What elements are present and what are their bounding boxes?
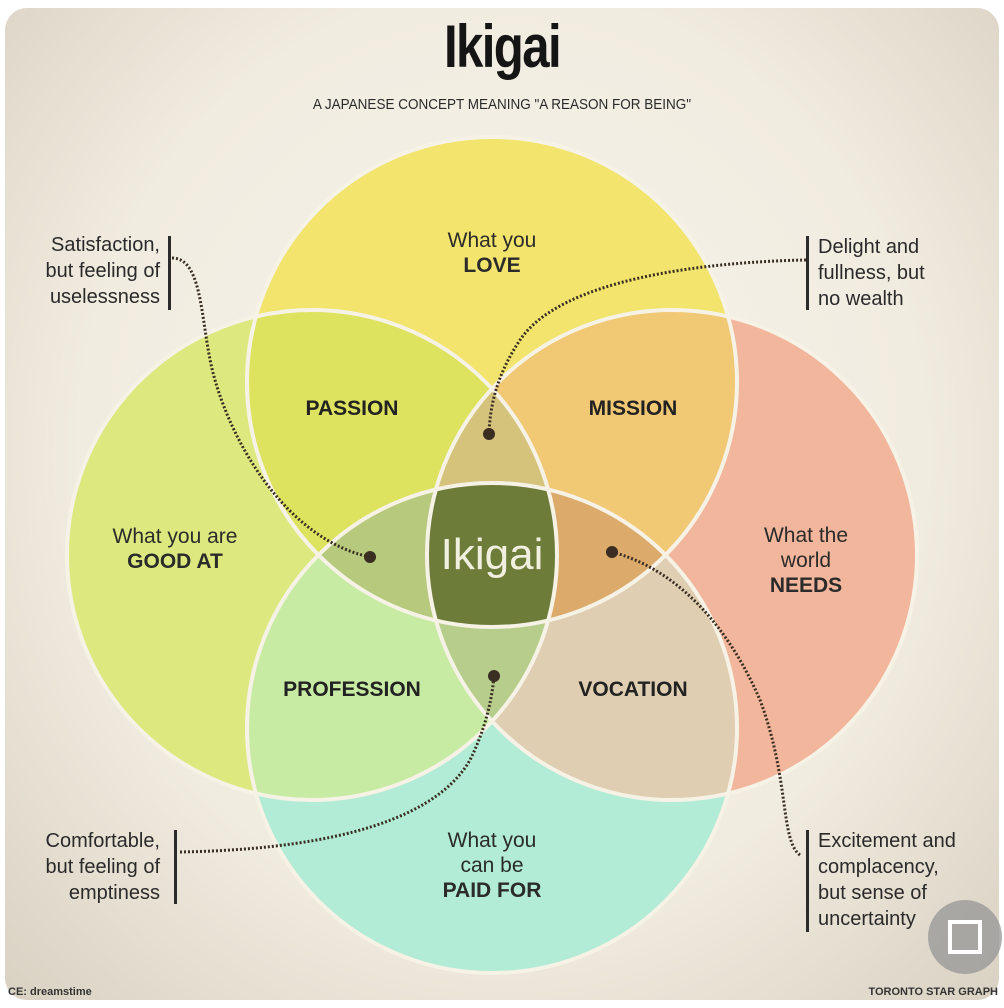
note-bar <box>174 830 177 904</box>
label-vocation: VOCATION <box>578 678 688 701</box>
note-bar <box>806 236 809 310</box>
note-line: uncertainty <box>818 908 916 930</box>
page-subtitle: A JAPANESE CONCEPT MEANING "A REASON FOR… <box>312 96 692 113</box>
note-comfortable: Comfortable, but feeling of emptiness <box>10 828 160 906</box>
note-bar <box>168 236 171 310</box>
note-line: but sense of <box>818 882 927 904</box>
note-line: emptiness <box>68 882 160 904</box>
label-paid-for: What you can be PAID FOR <box>392 828 592 903</box>
page-title: Ikigai <box>444 13 562 80</box>
note-line: uselessness <box>49 286 160 308</box>
connector-excitement <box>611 550 802 857</box>
label-love-line2: LOVE <box>463 254 521 277</box>
label-good-at-line2: GOOD AT <box>127 550 223 573</box>
label-needs-line1b: world <box>780 549 832 572</box>
connector-delight <box>487 258 807 435</box>
note-line: Excitement and <box>818 830 956 852</box>
note-line: Delight and <box>818 236 920 258</box>
circle-outlines <box>65 135 919 975</box>
dot-needs-paid <box>606 546 618 558</box>
label-good-at-line1: What you are <box>112 525 238 548</box>
note-line: complacency, <box>818 856 939 878</box>
label-paid-for-line2: PAID FOR <box>442 879 542 902</box>
graphic-credit: TORONTO STAR GRAPH <box>868 986 998 998</box>
connector-satisfaction <box>171 256 371 559</box>
dot-good-paid <box>488 670 500 682</box>
source-credit: CE: dreamstime <box>8 986 92 998</box>
note-line: but feeling of <box>45 856 160 878</box>
label-mission: MISSION <box>588 397 678 420</box>
label-passion: PASSION <box>305 397 399 420</box>
note-line: Satisfaction, <box>51 234 160 256</box>
dot-passion-center <box>364 551 376 563</box>
label-love: What you LOVE <box>392 228 592 278</box>
note-bar <box>806 830 809 932</box>
expand-button[interactable] <box>928 900 1002 974</box>
label-needs-line1: What the <box>763 524 849 547</box>
note-line: but feeling of <box>45 260 160 282</box>
label-paid-for-line1: What you <box>447 829 537 852</box>
note-delight: Delight and fullness, but no wealth <box>818 234 998 312</box>
note-line: fullness, but <box>818 262 925 284</box>
dot-love-needs <box>483 428 495 440</box>
connector-comfortable <box>179 675 496 854</box>
label-needs-line2: NEEDS <box>769 574 843 597</box>
label-needs: What the world NEEDS <box>706 523 906 598</box>
note-line: no wealth <box>818 288 904 310</box>
label-ikigai-center: Ikigai <box>440 530 544 579</box>
label-paid-for-line1b: can be <box>460 854 524 877</box>
note-line: Comfortable, <box>45 830 161 852</box>
note-excitement: Excitement and complacency, but sense of… <box>818 828 998 932</box>
note-satisfaction: Satisfaction, but feeling of uselessness <box>10 232 160 310</box>
label-love-line1: What you <box>447 229 537 252</box>
label-profession: PROFESSION <box>283 678 421 701</box>
label-good-at: What you are GOOD AT <box>75 524 275 574</box>
